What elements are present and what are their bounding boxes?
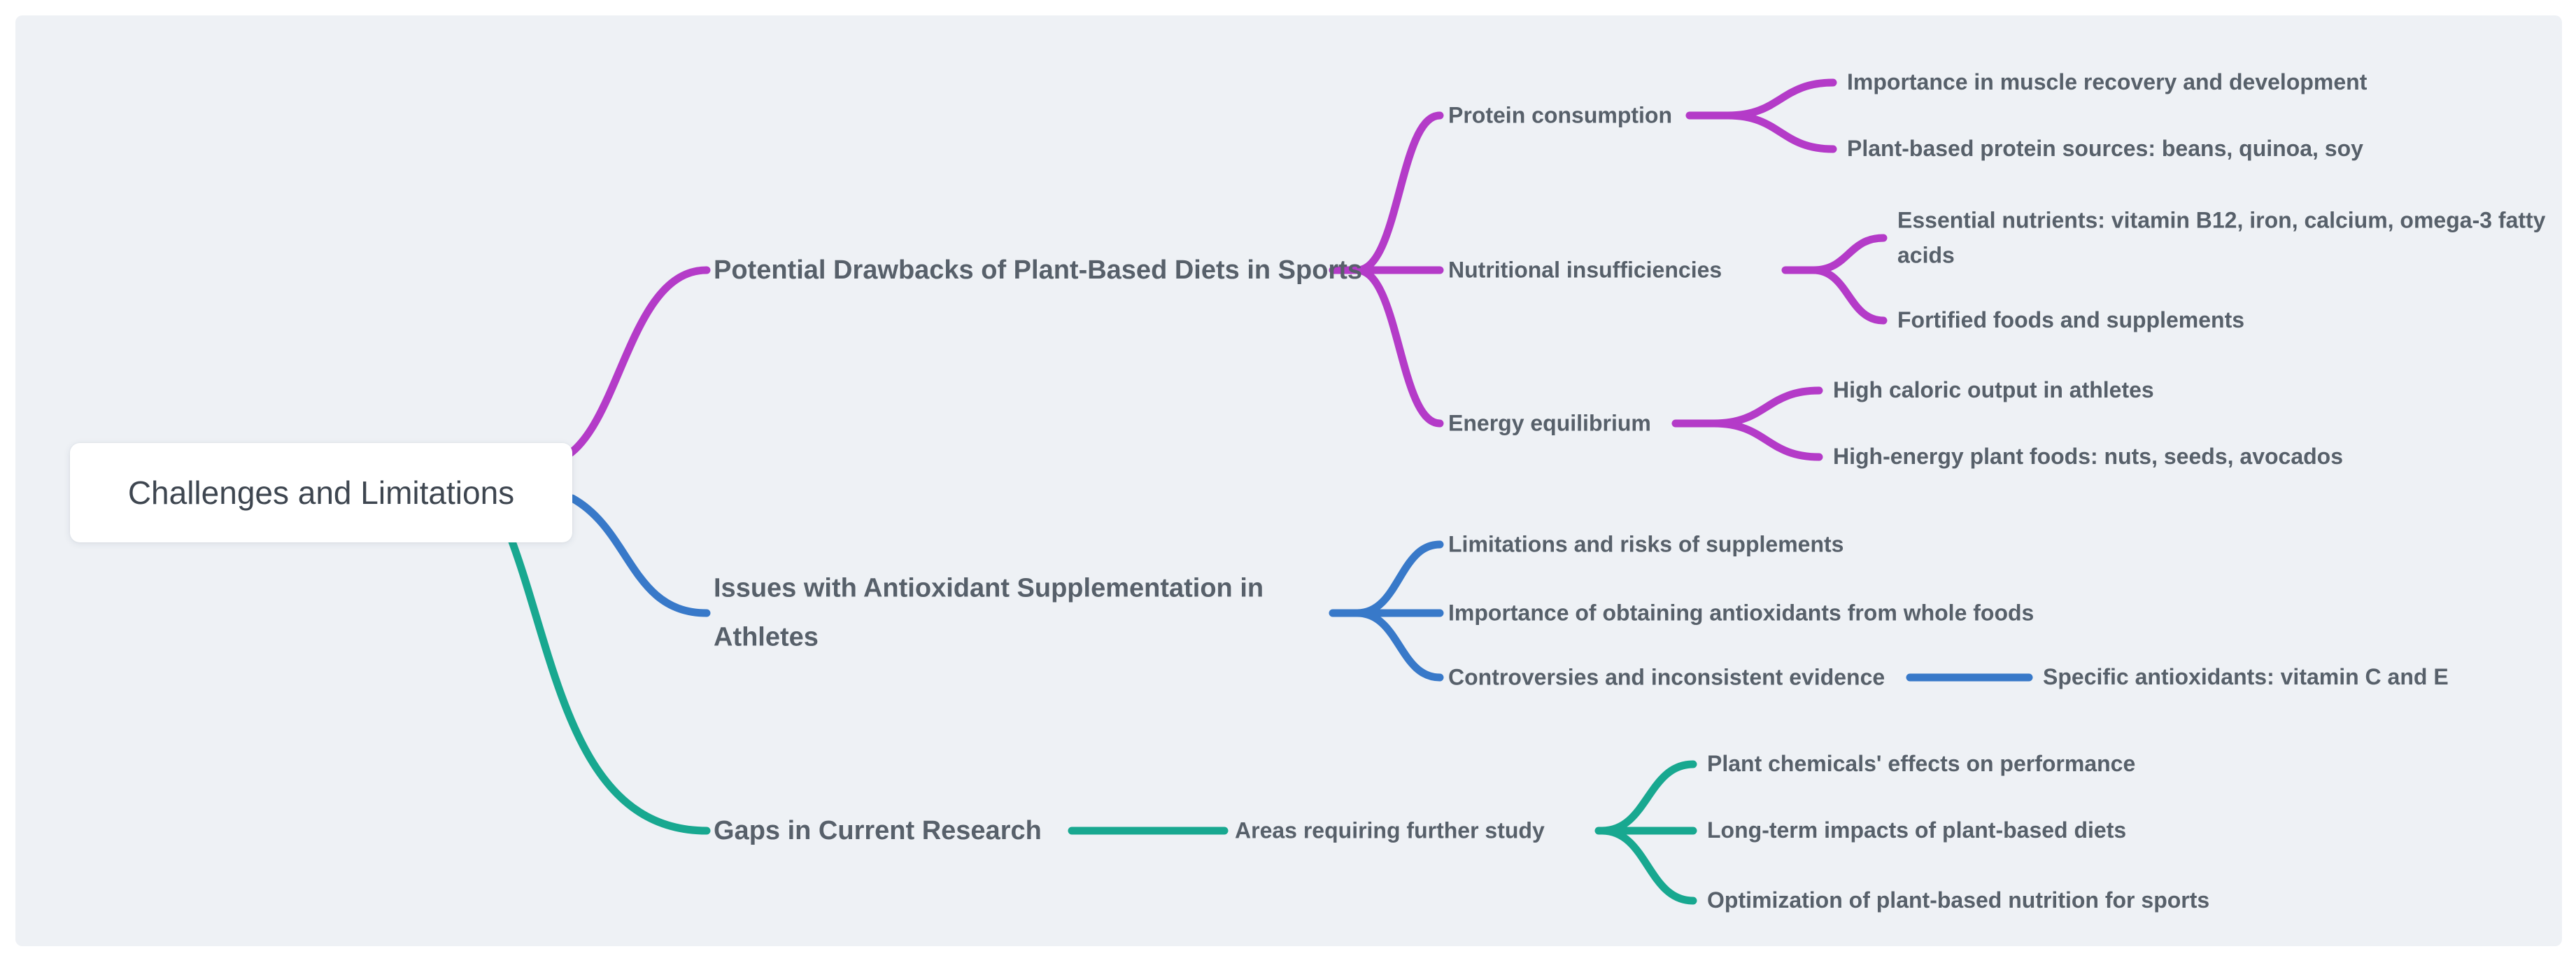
node-optimization-nutrition[interactable]: Optimization of plant-based nutrition fo…: [1707, 887, 2210, 913]
node-fortified-foods[interactable]: Fortified foods and supplements: [1897, 307, 2245, 333]
node-areas-further-study[interactable]: Areas requiring further study: [1235, 817, 1545, 843]
node-plant-protein-sources[interactable]: Plant-based protein sources: beans, quin…: [1847, 136, 2363, 162]
branch-node-antioxidant-issues[interactable]: Issues with Antioxidant Supplementation …: [714, 573, 1264, 652]
node-specific-antioxidants[interactable]: Specific antioxidants: vitamin C and E: [2043, 664, 2449, 690]
node-high-caloric-output[interactable]: High caloric output in athletes: [1833, 377, 2154, 403]
node-energy-equilibrium[interactable]: Energy equilibrium: [1448, 410, 1651, 436]
root-node-challenges[interactable]: Challenges and Limitations: [70, 443, 572, 542]
node-nutritional-insufficiencies[interactable]: Nutritional insufficiencies: [1448, 257, 1722, 283]
node-whole-foods-antioxidants[interactable]: Importance of obtaining antioxidants fro…: [1448, 600, 2034, 626]
node-controversies-evidence[interactable]: Controversies and inconsistent evidence: [1448, 664, 1885, 690]
node-long-term-impacts[interactable]: Long-term impacts of plant-based diets: [1707, 817, 2127, 843]
node-limitations-risks[interactable]: Limitations and risks of supplements: [1448, 531, 1844, 557]
node-muscle-recovery[interactable]: Importance in muscle recovery and develo…: [1847, 69, 2368, 95]
branch-node-potential-drawbacks[interactable]: Potential Drawbacks of Plant-Based Diets…: [714, 255, 1362, 285]
node-protein-consumption[interactable]: Protein consumption: [1448, 102, 1672, 128]
node-high-energy-plant-foods[interactable]: High-energy plant foods: nuts, seeds, av…: [1833, 444, 2344, 470]
branch-node-research-gaps[interactable]: Gaps in Current Research: [714, 815, 1042, 845]
node-plant-chemicals-performance[interactable]: Plant chemicals' effects on performance: [1707, 751, 2136, 777]
node-essential-nutrients[interactable]: Essential nutrients: vitamin B12, iron, …: [1897, 207, 2546, 267]
